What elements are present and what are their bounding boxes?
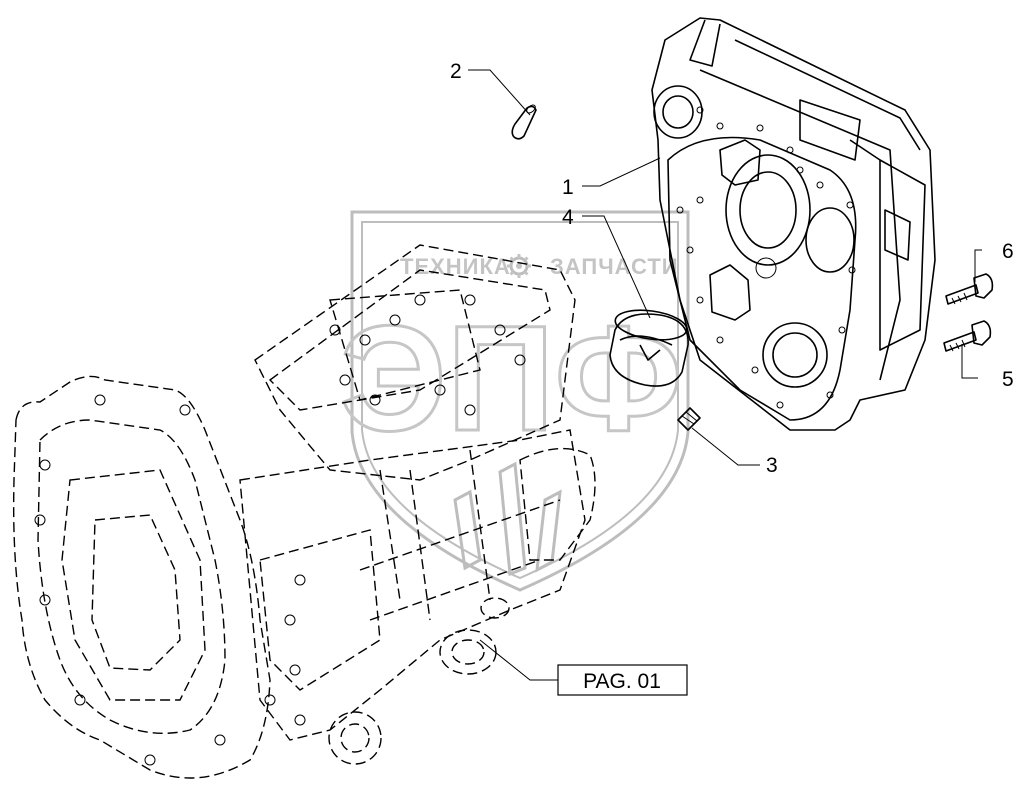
callout-6[interactable]: 6 <box>1002 240 1014 263</box>
watermark-bars <box>453 461 562 577</box>
watermark-right-text: ЗАПЧАСТИ <box>550 254 679 279</box>
callout-labels: 2 1 4 3 6 5 <box>450 60 1014 477</box>
callout-3[interactable]: 3 <box>766 454 778 477</box>
watermark-monogram: ЭПФ <box>340 294 683 462</box>
callout-4[interactable]: 4 <box>562 206 574 229</box>
page-reference-box[interactable]: PAG. 01 <box>557 664 688 696</box>
part-1-rear-cover <box>651 17 936 431</box>
part-5-bolt <box>943 320 992 352</box>
callout-2[interactable]: 2 <box>450 60 462 83</box>
watermark: ТЕХНИКА ЗАПЧАСТИ ЭПФ <box>339 210 690 592</box>
page-reference-label: PAG. 01 <box>583 670 661 693</box>
part-3-plug <box>677 407 701 431</box>
callout-1[interactable]: 1 <box>562 176 574 199</box>
transmission-housing <box>12 244 596 779</box>
part-4-bushing <box>609 309 689 387</box>
gear-icon <box>507 254 531 278</box>
part-6-bolt <box>945 273 994 305</box>
leader-lines <box>468 69 982 681</box>
callout-5[interactable]: 5 <box>1002 368 1014 391</box>
